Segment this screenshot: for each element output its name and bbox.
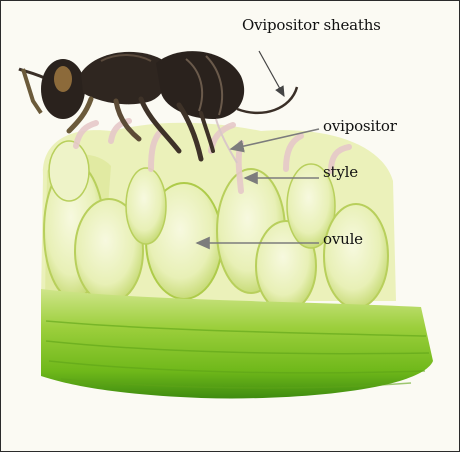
sheaths-arrow	[259, 51, 284, 96]
ovule-label: ovule	[323, 230, 363, 248]
ovipositor-sheaths-label: Ovipositor sheaths	[242, 16, 381, 34]
ovipositor-label: ovipositor	[323, 117, 397, 135]
style-label: style	[323, 163, 358, 181]
